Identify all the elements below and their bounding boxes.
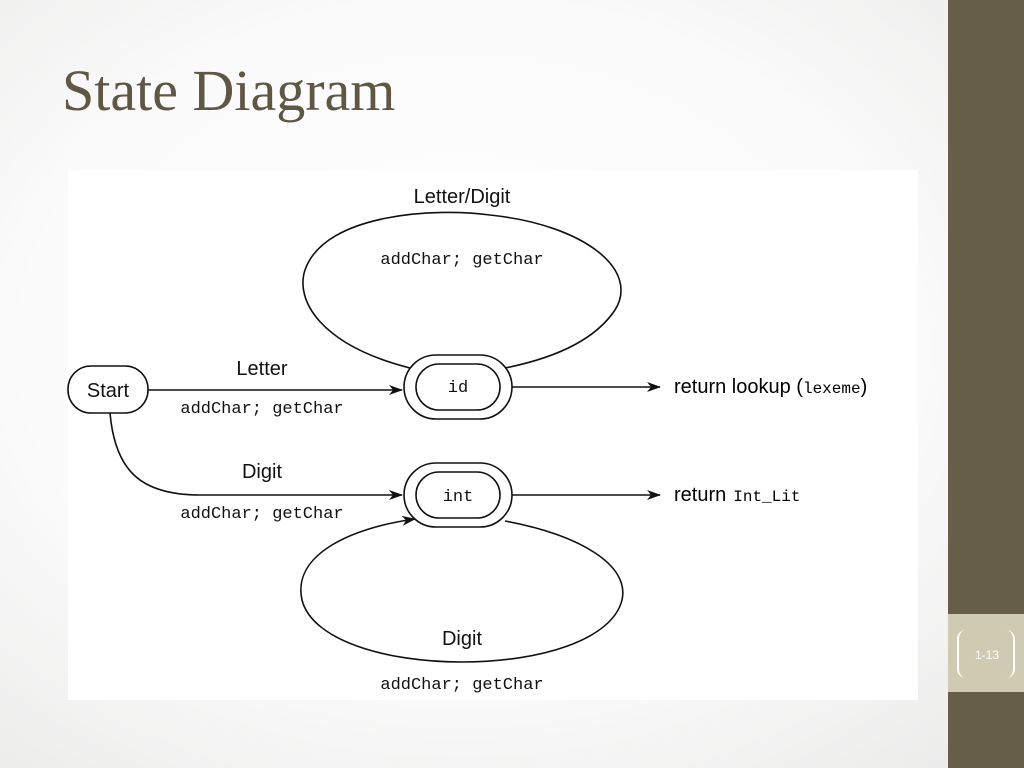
page-number-bracket [957,630,1015,678]
int-loop-label: Digit [442,628,482,650]
id-state-label: id [448,379,468,398]
int-return-output: return Int_Lit [674,484,800,506]
page-number: 1-13 [974,648,1000,662]
start-to-int-action: addChar; getChar [180,505,343,524]
id-return-close: ) [861,376,868,398]
id-return-text: return lookup ( [674,376,803,398]
start-to-int-arrow [109,412,403,500]
int-loop-action: addChar; getChar [380,676,543,695]
page-number-box [948,614,1024,692]
id-self-loop-arc [302,211,622,377]
id-return-arg: lexeme [803,380,861,398]
id-loop-action: addChar; getChar [380,251,543,270]
id-loop-label: Letter/Digit [414,186,511,208]
int-return-arg: Int_Lit [733,488,800,506]
slide-title: State Diagram [62,58,396,123]
int-self-loop-arc [300,515,624,663]
start-state-label: Start [87,380,130,402]
start-to-id-action: addChar; getChar [180,400,343,419]
start-to-id-label: Letter [236,358,287,380]
int-state-inner [415,471,501,519]
int-return-text: return [674,484,726,506]
id-state-inner [415,363,501,411]
id-return-output: return lookup (lexeme) [674,376,867,398]
start-to-int-label: Digit [242,461,282,483]
int-state-label: int [443,488,474,507]
diagram-panel [68,170,918,700]
